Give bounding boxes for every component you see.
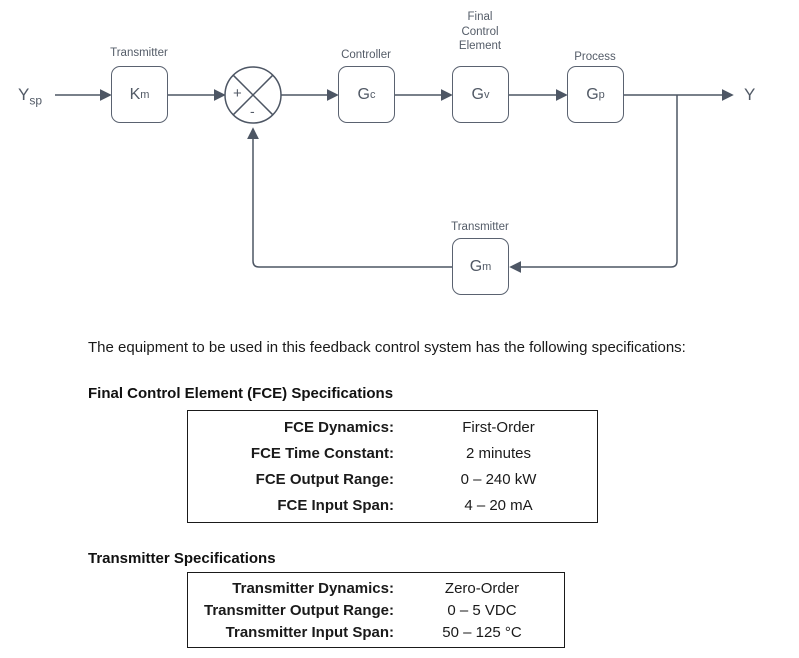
label-transmitter-km: Transmitter bbox=[110, 47, 168, 59]
summing-junction-cross bbox=[232, 74, 274, 116]
block-km-symbol: K bbox=[129, 85, 141, 103]
connector-lines-layer bbox=[55, 66, 734, 273]
sum-minus-sign: - bbox=[250, 103, 255, 119]
spec-value: 0 – 240 kW bbox=[460, 470, 537, 488]
feedback-line-gm-to-sum bbox=[247, 127, 452, 268]
block-gp-subscript: p bbox=[598, 88, 605, 101]
output-signal-label: Y bbox=[744, 85, 756, 104]
spec-label: FCE Dynamics: bbox=[283, 419, 394, 437]
block-gp-symbol: G bbox=[586, 85, 599, 103]
table-row: FCE Time Constant: 2 minutes bbox=[188, 445, 597, 462]
block-km-subscript: m bbox=[140, 88, 150, 101]
feedback-line-to-gm bbox=[509, 95, 678, 273]
block-gm-subscript: m bbox=[482, 260, 492, 273]
spec-label: Transmitter Input Span: bbox=[225, 623, 394, 641]
table-row: FCE Dynamics: First-Order bbox=[188, 419, 597, 436]
label-transmitter-gm: Transmitter bbox=[451, 221, 509, 233]
table-row: FCE Output Range: 0 – 240 kW bbox=[188, 471, 597, 488]
label-final-control-element: Final Control Element bbox=[458, 11, 502, 52]
fce-spec-table: FCE Dynamics: First-Order FCE Time Const… bbox=[187, 410, 598, 523]
input-signal-main: Y bbox=[18, 85, 30, 104]
table-row: Transmitter Input Span: 50 – 125 °C bbox=[188, 624, 564, 641]
spec-value: Zero-Order bbox=[444, 579, 520, 597]
input-signal-label: Ysp bbox=[18, 85, 42, 107]
spec-value: First-Order bbox=[462, 419, 535, 437]
spec-value: 4 – 20 mA bbox=[464, 496, 533, 514]
spec-label: Transmitter Dynamics: bbox=[232, 579, 394, 597]
spec-label: FCE Time Constant: bbox=[250, 445, 394, 463]
fce-spec-heading: Final Control Element (FCE) Specificatio… bbox=[88, 385, 394, 402]
table-row: FCE Input Span: 4 – 20 mA bbox=[188, 497, 597, 514]
block-gc-symbol: G bbox=[357, 85, 370, 103]
transmitter-spec-heading: Transmitter Specifications bbox=[88, 550, 276, 567]
block-gv-subscript: v bbox=[483, 88, 490, 101]
intro-text: The equipment to be used in this feedbac… bbox=[88, 339, 686, 356]
block-gc-subscript: c bbox=[369, 88, 376, 101]
label-process: Process bbox=[574, 51, 616, 63]
table-row: Transmitter Output Range: 0 – 5 VDC bbox=[188, 602, 564, 619]
spec-value: 0 – 5 VDC bbox=[447, 601, 517, 619]
block-gm-symbol: G bbox=[469, 257, 483, 275]
sum-plus-sign: + bbox=[233, 85, 242, 102]
label-controller: Controller bbox=[341, 49, 391, 61]
spec-label: FCE Output Range: bbox=[255, 470, 394, 488]
block-gv-symbol: G bbox=[471, 85, 484, 103]
spec-label: FCE Input Span: bbox=[277, 496, 394, 514]
table-row: Transmitter Dynamics: Zero-Order bbox=[188, 580, 564, 597]
input-signal-subscript: sp bbox=[29, 93, 43, 108]
transmitter-spec-table: Transmitter Dynamics: Zero-Order Transmi… bbox=[187, 572, 565, 648]
feedback-control-block-diagram: Ysp Y + - Transmitter Controller Final C… bbox=[0, 0, 799, 320]
spec-value: 2 minutes bbox=[465, 445, 532, 463]
spec-value: 50 – 125 °C bbox=[442, 623, 522, 641]
spec-label: Transmitter Output Range: bbox=[203, 601, 394, 619]
